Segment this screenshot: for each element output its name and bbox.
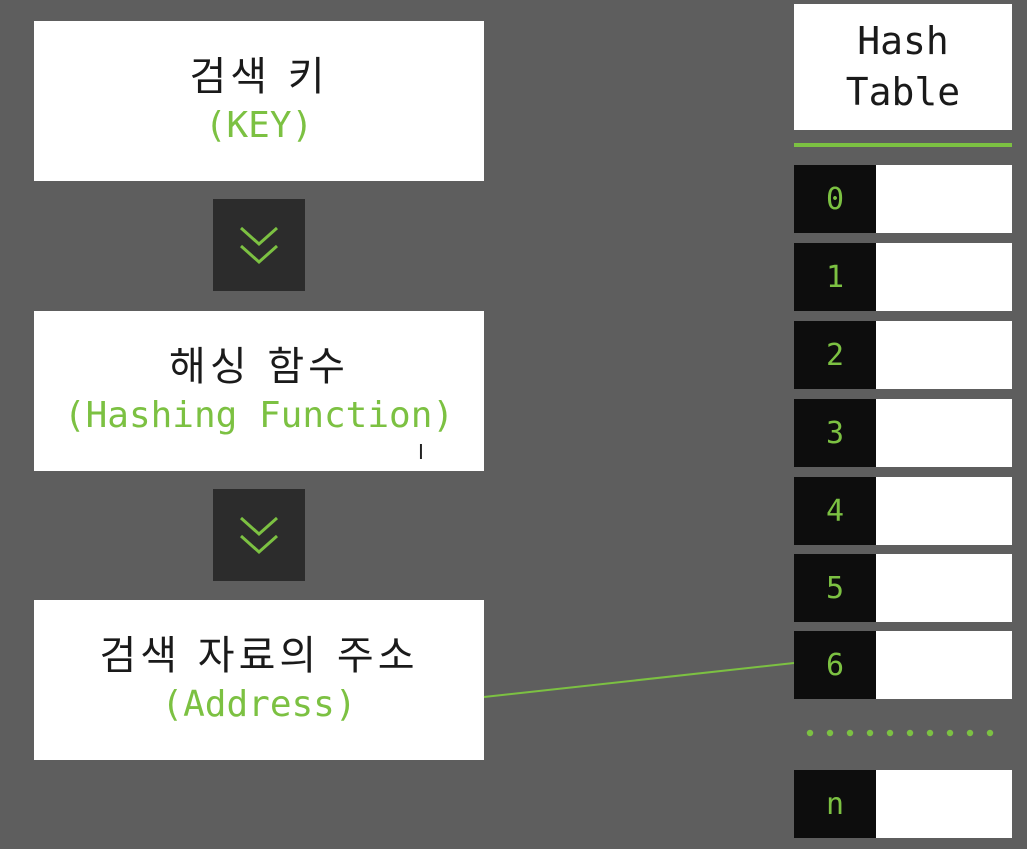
row-index: 0 (794, 165, 876, 233)
row-index: 6 (794, 631, 876, 699)
hash-table-row-linked: 6 (794, 631, 1012, 699)
text-cursor-icon: I (418, 440, 424, 464)
ellipsis-dots (806, 729, 994, 737)
row-index: 3 (794, 399, 876, 467)
hash-function-subtitle: (Hashing Function) (63, 394, 455, 436)
row-cell (876, 477, 1012, 545)
hash-table-row: 1 (794, 243, 1012, 311)
row-cell (876, 165, 1012, 233)
row-cell (876, 631, 1012, 699)
row-index: 4 (794, 477, 876, 545)
row-cell (876, 321, 1012, 389)
hash-table-row: 0 (794, 165, 1012, 233)
key-box: 검색 키 (KEY) (34, 21, 484, 181)
address-title: 검색 자료의 주소 (99, 632, 419, 679)
hash-table-divider (794, 143, 1012, 147)
hash-table-row: 4 (794, 477, 1012, 545)
row-index: 2 (794, 321, 876, 389)
row-cell (876, 554, 1012, 622)
hash-function-title: 해싱 함수 (169, 343, 349, 390)
key-title: 검색 키 (189, 53, 329, 100)
double-chevron-down-icon (213, 199, 305, 291)
row-index: 1 (794, 243, 876, 311)
address-box: 검색 자료의 주소 (Address) (34, 600, 484, 760)
key-subtitle: (KEY) (204, 104, 314, 146)
hash-table-row: 2 (794, 321, 1012, 389)
row-cell (876, 243, 1012, 311)
double-chevron-down-icon (213, 489, 305, 581)
hash-table-header: Hash Table (794, 4, 1012, 130)
hash-function-box: 해싱 함수 (Hashing Function) (34, 311, 484, 471)
hash-table-header-line2: Table (845, 70, 961, 114)
row-index: n (794, 770, 876, 838)
hash-table-row-last: n (794, 770, 1012, 838)
hash-table-row: 5 (794, 554, 1012, 622)
row-cell (876, 770, 1012, 838)
hash-table-header-line1: Hash (857, 18, 949, 63)
hash-table-row: 3 (794, 399, 1012, 467)
address-subtitle: (Address) (161, 683, 357, 725)
row-index: 5 (794, 554, 876, 622)
row-cell (876, 399, 1012, 467)
